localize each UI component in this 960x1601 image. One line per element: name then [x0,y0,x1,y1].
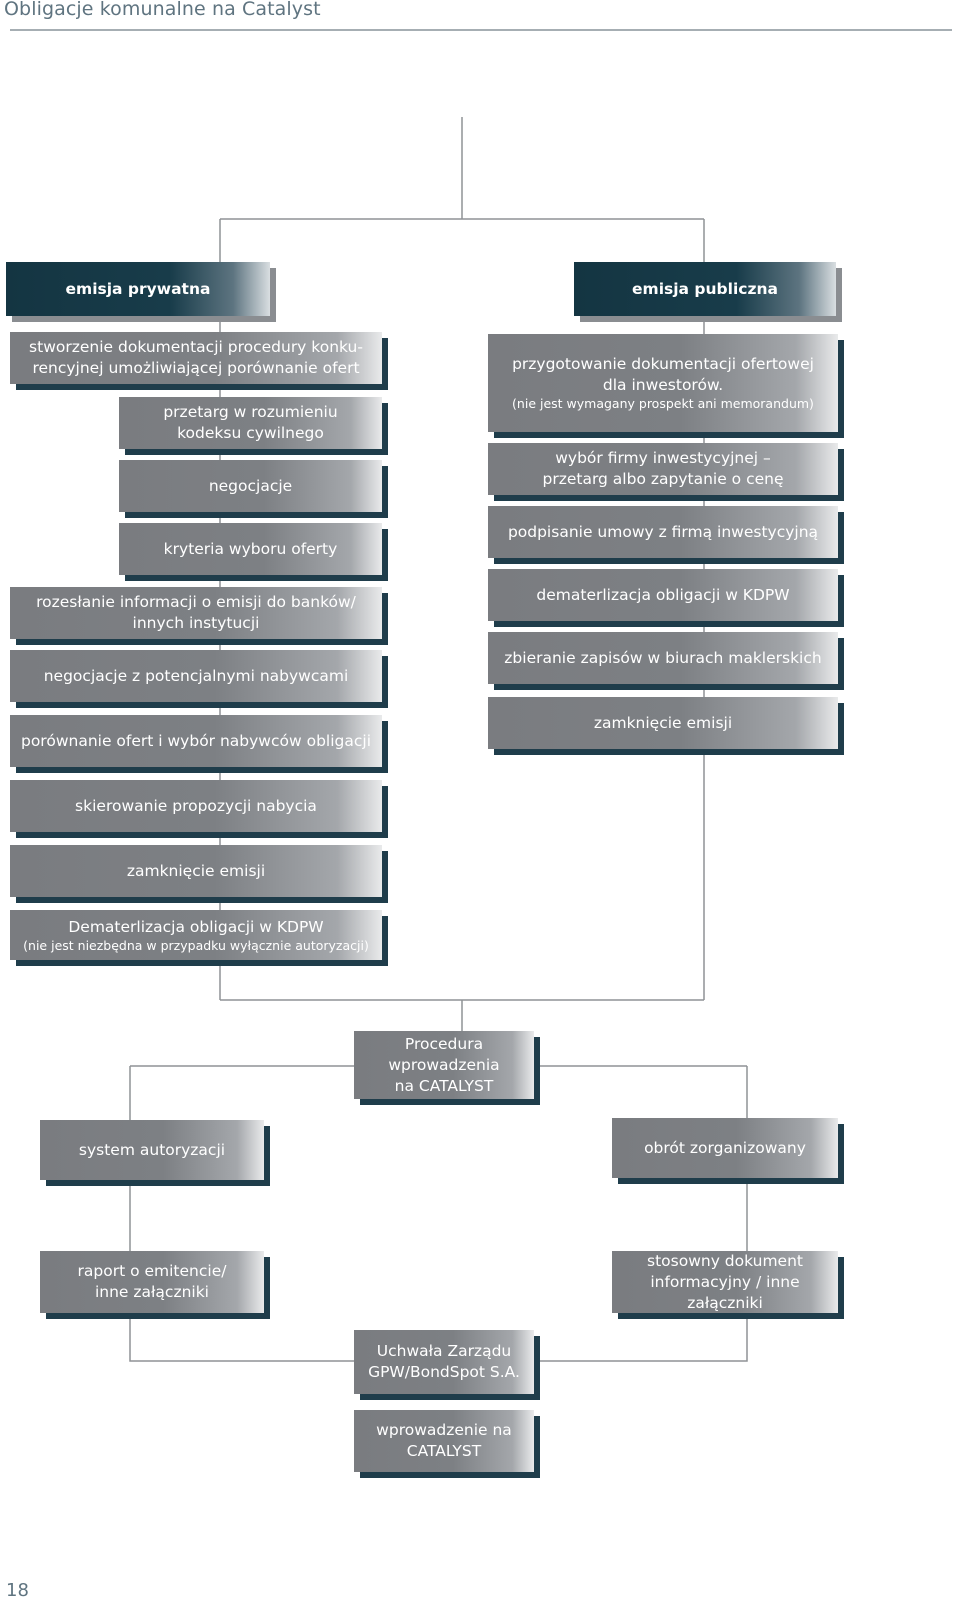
private-step-2: przetarg w rozumieniu kodeksu cywilnego [119,397,382,449]
information-document-text: stosowny dokument informacyjny / inne za… [647,1251,803,1312]
organized-trading-box: obrót zorganizowany [612,1118,838,1178]
board-resolution-box: Uchwała Zarządu GPW/BondSpot S.A. [354,1330,534,1394]
connector-right-to-resolution [538,1313,748,1362]
private-step-5-text: rozesłanie informacji o emisji do banków… [36,593,356,632]
authorization-system-text: system autoryzacji [78,1140,226,1159]
private-step-9-text: zamknięcie emisji [126,861,266,880]
private-step-5: rozesłanie informacji o emisji do banków… [10,587,382,639]
procedure-box: Procedura wprowadzenia na CATALYST [354,1031,534,1099]
title-rule [10,29,952,31]
public-step-1-note: (nie jest wymagany prospekt ani memorand… [512,396,814,411]
private-step-8: skierowanie propozycji nabycia [10,780,382,832]
catalyst-introduction-text: wprowadzenie na CATALYST [376,1421,512,1460]
private-step-10-text: Dematerlizacja obligacji w KDPW [68,917,324,936]
private-step-4-text: kryteria wyboru oferty [163,539,338,558]
private-step-8-text: skierowanie propozycji nabycia [75,796,317,815]
authorization-system-box: system autoryzacji [40,1120,264,1180]
connector-left-to-resolution [129,1313,357,1362]
public-step-3-text: podpisanie umowy z firmą inwestycyjną [507,522,819,541]
public-step-2-text: wybór firmy inwestycyjnej – przetarg alb… [542,449,784,488]
issuer-report-text: raport o emitencie/ inne załączniki [77,1262,227,1301]
public-step-1: przygotowanie dokumentacji ofertowej dla… [488,334,838,432]
public-issue-header: emisja publiczna [574,262,836,316]
page-title: Obligacje komunalne na Catalyst [4,0,321,20]
private-step-3: negocjacje [119,460,382,512]
public-step-3: podpisanie umowy z firmą inwestycyjną [488,506,838,558]
public-step-2: wybór firmy inwestycyjnej – przetarg alb… [488,443,838,495]
private-step-7: porównanie ofert i wybór nabywców obliga… [10,715,382,767]
catalyst-introduction-box: wprowadzenie na CATALYST [354,1410,534,1472]
private-step-1: stworzenie dokumentacji procedury konku-… [10,332,382,384]
public-step-5-text: zbieranie zapisów w biurach maklerskich [504,648,822,667]
public-step-4-text: dematerlizacja obligacji w KDPW [536,585,790,604]
private-step-4: kryteria wyboru oferty [119,523,382,575]
information-document-box: stosowny dokument informacyjny / inne za… [612,1251,838,1313]
public-step-5: zbieranie zapisów w biurach maklerskich [488,632,838,684]
private-step-6: negocjacje z potencjalnymi nabywcami [10,650,382,702]
board-resolution-text: Uchwała Zarządu GPW/BondSpot S.A. [368,1342,520,1381]
issuer-report-box: raport o emitencie/ inne załączniki [40,1251,264,1313]
private-step-1-text: stworzenie dokumentacji procedury konku-… [29,338,363,377]
public-step-4: dematerlizacja obligacji w KDPW [488,569,838,621]
private-step-2-text: przetarg w rozumieniu kodeksu cywilnego [163,403,338,442]
public-step-6-text: zamknięcie emisji [593,713,733,732]
page-number: 18 [6,1580,29,1601]
private-step-9: zamknięcie emisji [10,845,382,897]
private-step-3-text: negocjacje [208,476,293,495]
private-step-10-note: (nie jest niezbędna w przypadku wyłączni… [23,937,369,953]
private-step-6-text: negocjacje z potencjalnymi nabywcami [43,666,349,685]
private-step-7-text: porównanie ofert i wybór nabywców obliga… [20,731,371,750]
organized-trading-text: obrót zorganizowany [644,1138,806,1157]
public-step-1-text: przygotowanie dokumentacji ofertowej dla… [512,355,814,394]
private-issue-header: emisja prywatna [6,262,270,316]
procedure-text: Procedura wprowadzenia na CATALYST [388,1034,500,1095]
public-step-6: zamknięcie emisji [488,697,838,749]
private-step-10: Dematerlizacja obligacji w KDPW (nie jes… [10,910,382,960]
